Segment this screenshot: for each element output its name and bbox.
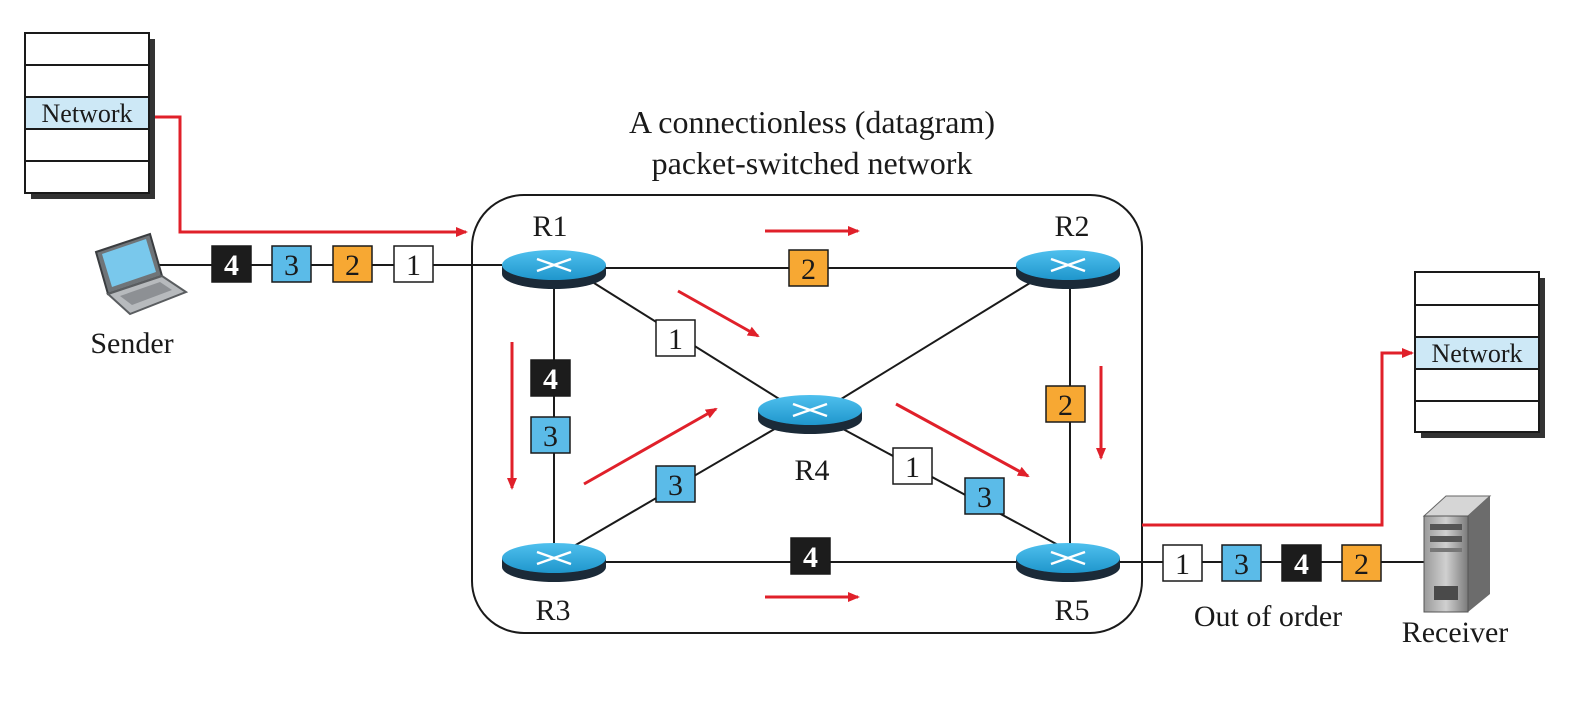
packet-2-receiver-label: 2: [1354, 548, 1369, 581]
router-r5: [1016, 543, 1120, 582]
packet-4-r3-r5: 4: [790, 537, 831, 575]
packet-3-r3-r4-label: 3: [668, 469, 683, 502]
packet-1-r1-r4-label: 1: [668, 323, 683, 356]
link-r1-r4: [593, 282, 801, 413]
packet-4-receiver-label: 4: [1294, 548, 1309, 581]
packet-2-r2-r5: 2: [1045, 385, 1086, 423]
packet-2-receiver: 2: [1341, 544, 1382, 582]
router-r1-cross-icon: [536, 257, 572, 273]
receiver-protocol-stack: [1414, 271, 1545, 438]
sender-label: Sender: [90, 327, 173, 360]
packet-1-sender-label: 1: [406, 249, 421, 282]
arrow-r4-r5: [895, 402, 1030, 478]
sender-protocol-stack: [24, 32, 155, 199]
packet-2-r2-r5-label: 2: [1058, 389, 1073, 422]
packet-2-r1-r2-label: 2: [801, 253, 816, 286]
router-label-r1: R1: [532, 210, 567, 243]
packet-3-r4-r5-label: 3: [977, 481, 992, 514]
packet-4-receiver: 4: [1281, 544, 1322, 582]
router-label-r4: R4: [794, 454, 829, 487]
router-r1: [502, 250, 606, 289]
arrow-r1-r4: [677, 289, 760, 338]
title-line-1: A connectionless (datagram): [629, 104, 995, 140]
packet-1-receiver-label: 1: [1175, 548, 1190, 581]
router-r4: [758, 395, 862, 434]
router-r2-cross-icon: [1050, 257, 1086, 273]
packet-3-r3-r4: 3: [655, 465, 696, 503]
router-label-r5: R5: [1054, 594, 1089, 627]
packet-2-sender-label: 2: [345, 249, 360, 282]
packet-2-sender: 2: [332, 245, 373, 283]
link-r4-r5: [829, 421, 1061, 547]
flow-arrows: [150, 115, 1414, 602]
packet-3-receiver: 3: [1221, 544, 1262, 582]
router-r3-cross-icon: [536, 550, 572, 566]
packet-4-r1-r3-label: 4: [543, 363, 558, 396]
title-line-2: packet-switched network: [652, 145, 973, 181]
packet-1-receiver: 1: [1162, 544, 1203, 582]
router-label-r2: R2: [1054, 210, 1089, 243]
packet-1-r4-r5-label: 1: [905, 451, 920, 484]
receiver-network-layer: [1416, 337, 1538, 369]
packet-1-r4-r5: 1: [892, 447, 933, 485]
packet-3-sender: 3: [271, 245, 312, 283]
link-r2-r4: [819, 282, 1031, 413]
laptop-icon: [94, 232, 189, 316]
packet-3-r4-r5: 3: [964, 477, 1005, 515]
router-r5-cross-icon: [1050, 550, 1086, 566]
packet-3-sender-label: 3: [284, 249, 299, 282]
out-of-order-label: Out of order: [1194, 600, 1342, 633]
packet-4-sender: 4: [211, 245, 252, 283]
packet-1-r1-r4: 1: [655, 319, 696, 357]
packet-1-sender: 1: [393, 245, 434, 283]
packet-2-r1-r2: 2: [788, 249, 829, 287]
sender-network-layer: [26, 97, 148, 129]
packet-4-sender-label: 4: [224, 249, 239, 282]
receiver-network-label: Network: [1432, 339, 1523, 368]
packet-3-receiver-label: 3: [1234, 548, 1249, 581]
sender-stack-arrow: [150, 115, 468, 237]
receiver-label: Receiver: [1402, 616, 1509, 649]
receiver-stack-arrow: [1142, 348, 1414, 527]
packet-4-r1-r3: 4: [530, 359, 571, 397]
server-icon: [1422, 495, 1492, 613]
packet-4-r3-r5-label: 4: [803, 541, 818, 574]
packet-3-r1-r3-label: 3: [543, 420, 558, 453]
network-boundary: [471, 194, 1143, 634]
router-r4-cross-icon: [792, 402, 828, 418]
packet-3-r1-r3: 3: [530, 416, 571, 454]
router-r3: [502, 543, 606, 582]
router-r2: [1016, 250, 1120, 289]
sender-network-label: Network: [42, 99, 133, 128]
arrow-r3-r4: [583, 407, 718, 486]
router-label-r3: R3: [535, 594, 570, 627]
